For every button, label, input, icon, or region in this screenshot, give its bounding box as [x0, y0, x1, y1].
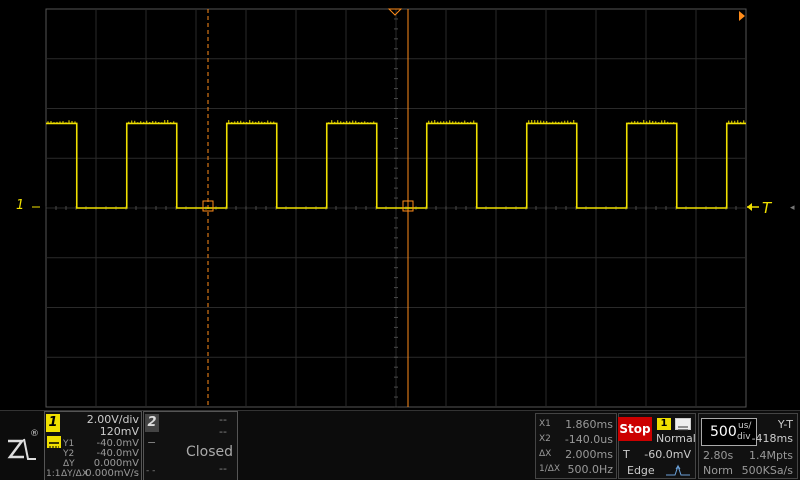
- rising-edge-icon: [666, 464, 690, 476]
- sample-rate: 500KSa/s: [741, 464, 793, 477]
- cursor-x1-label: X1: [539, 419, 551, 429]
- ch1-offset: 120mV: [99, 425, 139, 438]
- timebase-mode: Y-T: [777, 418, 793, 431]
- ch1-dy-value: 0.000mV: [93, 458, 139, 469]
- menu-icon[interactable]: [675, 418, 691, 431]
- acquisition-duration: 2.80s: [703, 449, 734, 462]
- ch2-dashes-left: - -: [146, 466, 156, 476]
- timebase-unit-bottom: div: [737, 432, 751, 442]
- ch2-dashes-right: --: [219, 462, 227, 475]
- side-panel-arrow-icon[interactable]: ◂: [790, 203, 795, 213]
- trigger-type: Edge: [627, 464, 655, 477]
- trigger-position-marker[interactable]: [387, 8, 403, 16]
- trigger-source-badge: 1: [657, 418, 671, 430]
- trigger-level-label: T: [623, 448, 630, 461]
- run-stop-button[interactable]: Stop: [618, 417, 652, 441]
- ch1-badge[interactable]: 1: [46, 414, 60, 432]
- cursor-x2-marker[interactable]: [402, 200, 414, 212]
- ch2-offset: --: [219, 425, 227, 438]
- cursor-x2-label: X2: [539, 434, 551, 444]
- oscilloscope-display[interactable]: 1 T ◂: [0, 0, 800, 410]
- ch2-scale: --: [219, 413, 227, 426]
- ch2-minus: −: [147, 436, 157, 449]
- waveform-grid: [32, 8, 759, 408]
- timebase-unit-top: us/: [738, 421, 752, 431]
- cursor-x1-value: 1.860ms: [565, 418, 613, 431]
- trigger-level-value: -60.0mV: [644, 448, 691, 461]
- timebase-scale-box[interactable]: 500 us/ div: [701, 418, 757, 446]
- zlg-logo-icon: [7, 438, 36, 460]
- ch1-panel[interactable]: 1 2.00V/div 120mV Y1 -40.0mV Y2 -40.0mV …: [44, 411, 142, 480]
- ch1-scale: 2.00V/div: [86, 413, 139, 426]
- trigger-mode: Normal: [656, 432, 696, 445]
- cursor-readout-panel[interactable]: X1 1.860ms X2 -140.0us ΔX 2.000ms 1/ΔX 5…: [535, 413, 617, 479]
- ch2-badge[interactable]: 2: [145, 414, 159, 432]
- trigger-level-marker[interactable]: T: [762, 199, 772, 217]
- registered-mark: ®: [30, 429, 39, 439]
- cursor-x1-marker[interactable]: [202, 200, 214, 212]
- timebase-value: 500: [710, 424, 737, 440]
- scroll-right-marker[interactable]: [739, 11, 745, 21]
- ch1-y2-value: -40.0mV: [96, 448, 139, 459]
- ch1-probe-ratio: 1:1: [46, 469, 61, 479]
- cursor-inv-dx-label: 1/ΔX: [539, 464, 561, 474]
- ch1-waveform-noise: [47, 119, 745, 124]
- cursor-dx-label: ΔX: [539, 449, 552, 459]
- ch2-panel[interactable]: 2 -- -- − Closed - - --: [143, 411, 238, 480]
- horizontal-offset: -418ms: [751, 432, 793, 445]
- cursor-inv-dx-value: 500.0Hz: [567, 463, 613, 476]
- ch1-y1-value: -40.0mV: [96, 438, 139, 449]
- memory-depth: 1.4Mpts: [748, 449, 793, 462]
- cursor-dx-value: 2.000ms: [565, 448, 613, 461]
- timebase-panel[interactable]: 500 us/ div Y-T -418ms 2.80s 1.4Mpts Nor…: [698, 413, 798, 479]
- ch1-y1-label: Y1: [63, 439, 75, 449]
- trigger-level-arrow-head: [747, 203, 752, 211]
- status-bar: ® 1 2.00V/div 120mV Y1 -40.0mV Y2 -40.0m…: [0, 410, 800, 480]
- ch1-dy-label: ΔY: [63, 459, 75, 469]
- ch1-dydx-label: ΔY/ΔX: [61, 469, 89, 479]
- dc-coupling-icon: [47, 436, 61, 448]
- ch2-state: Closed: [185, 444, 233, 460]
- ch1-ground-marker[interactable]: 1: [16, 198, 25, 213]
- ch1-y2-label: Y2: [63, 449, 75, 459]
- cursor-x2-value: -140.0us: [564, 433, 613, 446]
- ch1-dydx-value: 0.000mV/s: [85, 468, 139, 479]
- acquisition-mode: Norm: [703, 464, 734, 477]
